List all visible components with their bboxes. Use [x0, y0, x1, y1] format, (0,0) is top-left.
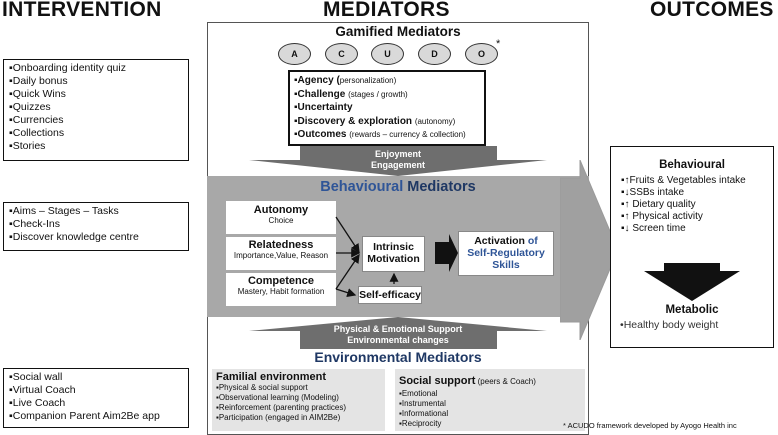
list-item: ▪Reciprocity	[399, 419, 442, 428]
activation-box: Activation of Self-Regulatory Skills	[458, 231, 554, 276]
gamified-title: Gamified Mediators	[335, 24, 461, 39]
list-item: ▪↑ Dietary quality	[621, 199, 696, 210]
social-support-box: Social support (peers & Coach) ▪Emotiona…	[395, 369, 585, 431]
autonomy-box: Autonomy Choice	[226, 201, 336, 234]
competence-box: Competence Mastery, Habit formation	[226, 273, 336, 306]
environmental-arrow	[249, 317, 547, 349]
intervention-box-tasks: ▪Aims – Stages – Tasks ▪Check-Ins ▪Disco…	[3, 202, 189, 251]
acudo-circle-d: D	[418, 43, 451, 65]
outcomes-header: OUTCOMES	[650, 0, 774, 21]
environmental-arrow-label: Physical & Emotional Support Environment…	[333, 324, 463, 345]
intervention-box-social: ▪Social wall ▪Virtual Coach ▪Live Coach …	[3, 368, 189, 428]
list-item: ▪Currencies	[9, 114, 64, 126]
list-item: ▪Physical & social support	[216, 383, 308, 392]
list-item: ▪↓SSBs intake	[621, 187, 685, 198]
acudo-circle-o: O	[465, 43, 498, 65]
list-item: ▪Check-Ins	[9, 218, 60, 230]
list-item: ▪↓ Screen time	[621, 223, 686, 234]
relatedness-box: Relatedness Importance,Value, Reason	[226, 237, 336, 270]
list-item: ▪Aims – Stages – Tasks	[9, 205, 119, 217]
list-item: ▪Discover knowledge centre	[9, 231, 139, 243]
activation-arrow	[435, 234, 458, 272]
competence-to-efficacy-arrow	[335, 288, 357, 297]
list-item: ▪Discovery & exploration (autonomy)	[294, 115, 456, 127]
acudo-circle-c: C	[325, 43, 358, 65]
enjoyment-label: Enjoyment Engagement	[370, 149, 425, 170]
behavioural-outcomes-title: Behavioural	[659, 159, 725, 171]
familial-environment-box: Familial environment ▪Physical & social …	[212, 369, 385, 431]
self-efficacy-box: Self-efficacy	[358, 286, 422, 304]
behavioural-title: Behavioural Mediators	[320, 179, 476, 195]
list-item: ▪Emotional	[399, 389, 438, 398]
intervention-header: INTERVENTION	[2, 0, 162, 21]
acudo-circle-u: U	[371, 43, 404, 65]
list-item: •Healthy body weight	[620, 319, 719, 331]
intrinsic-motivation-box: Intrinsic Motivation	[362, 236, 425, 272]
list-item: ▪↑Fruits & Vegetables intake	[621, 175, 746, 186]
environmental-title: Environmental Mediators	[314, 349, 482, 365]
list-item: ▪Uncertainty	[294, 102, 353, 113]
list-item: ▪Challenge (stages / growth)	[294, 88, 408, 100]
acudo-circle-a: A	[278, 43, 311, 65]
intervention-box-gamification: ▪Onboarding identity quiz ▪Daily bonus ▪…	[3, 59, 189, 161]
list-item: ▪Instrumental	[399, 399, 446, 408]
list-item: ▪Collections	[9, 127, 65, 139]
footnote: * ACUDO framework developed by Ayogo Hea…	[563, 421, 737, 430]
list-item: ▪Agency (personalization)	[294, 75, 397, 86]
list-item: ▪Observational learning (Modeling)	[216, 393, 339, 402]
list-item: ▪Companion Parent Aim2Be app	[9, 410, 160, 422]
list-item: ▪Stories	[9, 140, 46, 152]
outcomes-box: Behavioural ▪↑Fruits & Vegetables intake…	[610, 146, 774, 348]
list-item: ▪Daily bonus	[9, 75, 68, 87]
list-item: ▪Quick Wins	[9, 88, 66, 100]
big-right-arrow	[560, 160, 619, 340]
list-item: ▪↑ Physical activity	[621, 211, 703, 222]
list-item: ▪Outcomes (rewards – currency & collecti…	[294, 129, 466, 140]
list-item: ▪Onboarding identity quiz	[9, 62, 126, 74]
acudo-list: ▪Agency (personalization) ▪Challenge (st…	[288, 70, 486, 146]
enjoyment-arrow	[249, 146, 547, 176]
autonomy-to-motivation-arrow	[335, 216, 360, 254]
metabolic-down-arrow	[644, 263, 740, 301]
list-item: ▪Quizzes	[9, 101, 51, 113]
list-item: ▪Informational	[399, 409, 449, 418]
list-item: ▪Participation (engaged in AIM2Be)	[216, 413, 341, 422]
list-item: ▪Virtual Coach	[9, 384, 76, 396]
list-item: ▪Live Coach	[9, 397, 66, 409]
metabolic-title: Metabolic	[665, 304, 719, 316]
behavioural-connectors	[335, 216, 458, 297]
list-item: ▪Social wall	[9, 371, 63, 383]
asterisk: *	[496, 38, 501, 50]
competence-to-motivation-arrow	[335, 253, 360, 290]
list-item: ▪Reinforcement (parenting practices)	[216, 403, 347, 412]
mediators-header: MEDIATORS	[323, 0, 450, 21]
